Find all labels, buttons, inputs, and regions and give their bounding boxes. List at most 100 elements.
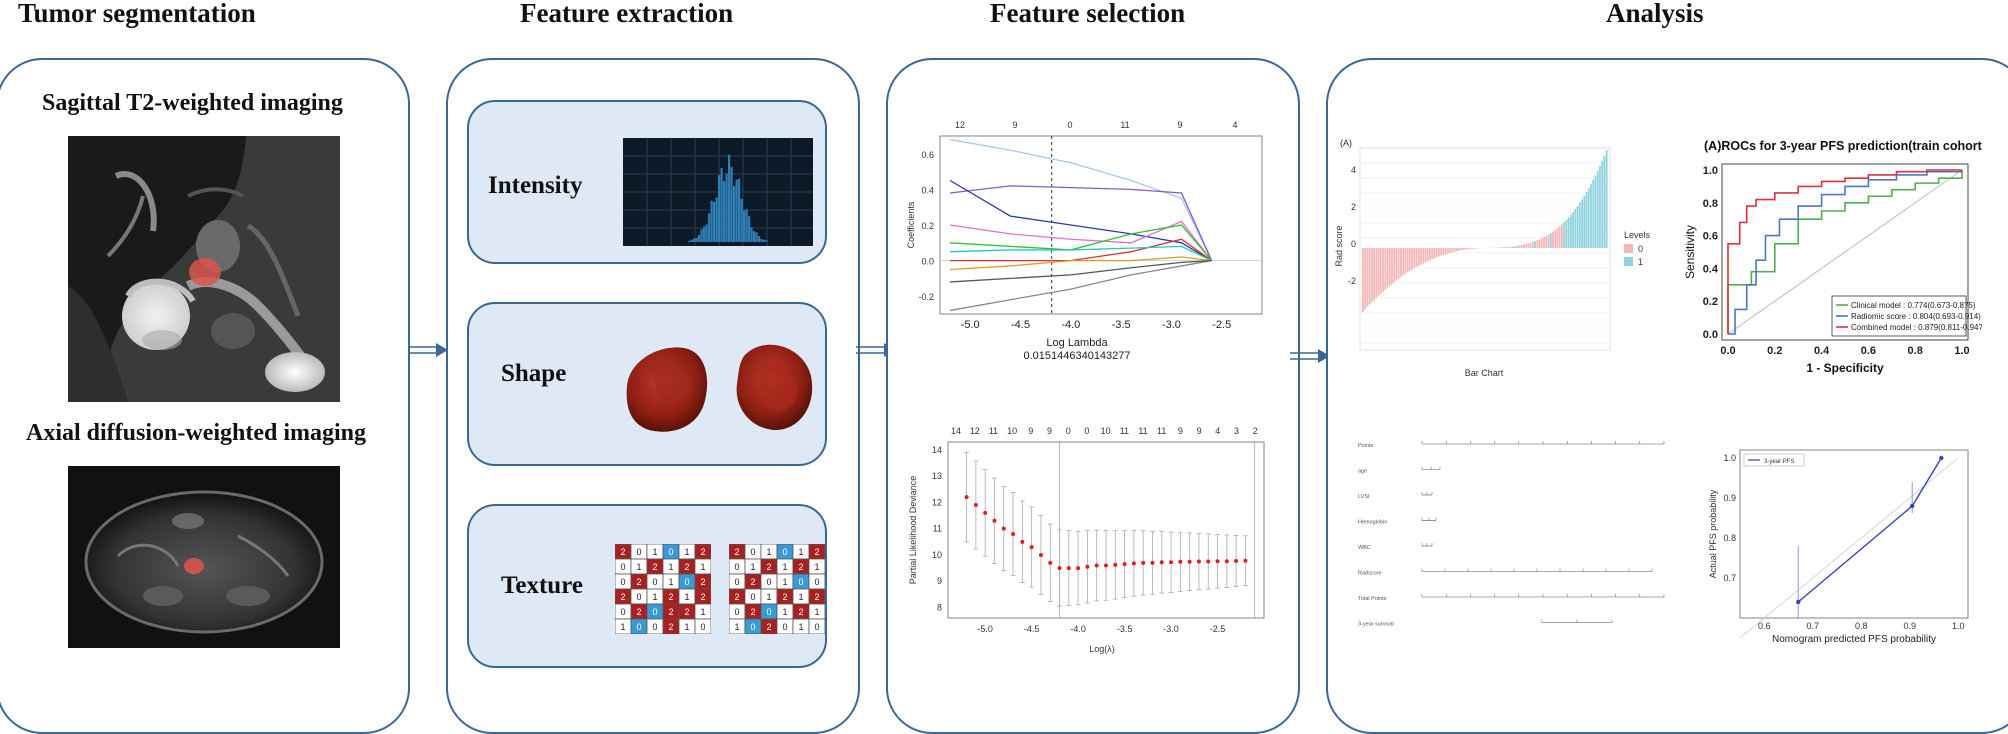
texture-cell-value: 0 [782, 547, 787, 557]
nomogram-row-label: Radscore [1358, 571, 1382, 577]
cv-top-tick: 10 [1007, 426, 1017, 436]
cv-top-tick: 4 [1215, 426, 1220, 436]
rad-bar [1521, 245, 1523, 248]
histogram-bar [746, 209, 748, 242]
cv-point [992, 519, 996, 523]
histogram-bar [738, 179, 740, 242]
axial-tumor-mask [184, 558, 204, 574]
histogram-bar [761, 239, 763, 242]
rad-bar [1420, 248, 1422, 265]
cal-point [1910, 504, 1914, 508]
rad-y-tick: 4 [1351, 165, 1356, 175]
roc-curve-plot: (A)ROCs for 3-year PFS prediction(train … [1682, 134, 1982, 384]
cv-x-label: Log(λ) [1089, 644, 1115, 654]
rad-bar [1530, 243, 1532, 248]
texture-cell-value: 1 [668, 577, 673, 587]
cv-point [1011, 532, 1015, 536]
rad-bar [1384, 248, 1386, 290]
cv-top-tick: 11 [1157, 426, 1166, 436]
rad-bar [1541, 238, 1543, 248]
histogram-bar [743, 210, 745, 242]
rad-bar [1604, 156, 1606, 248]
cv-top-tick: 14 [951, 426, 961, 436]
roc-y-tick: 0.4 [1703, 263, 1719, 275]
lasso-coefficient-path [950, 140, 1212, 261]
rad-bar [1516, 246, 1518, 248]
rad-bar [1449, 248, 1451, 253]
roc-y-tick: 0.2 [1703, 296, 1718, 308]
cv-point [1188, 560, 1192, 564]
cv-point [1058, 566, 1062, 570]
rad-bar [1543, 237, 1545, 248]
texture-cell-value: 1 [798, 592, 803, 602]
cv-point [1030, 545, 1034, 549]
rad-bar [1366, 248, 1368, 307]
rad-bar [1561, 224, 1563, 248]
lasso-coefficient-path [950, 261, 1212, 311]
cal-y-tick: 0.9 [1723, 493, 1736, 503]
cv-x-tick: -4.0 [1070, 624, 1086, 634]
nomogram-row-label: WBC [1358, 545, 1371, 551]
histogram-bar [721, 168, 723, 242]
rad-bar [1460, 248, 1462, 250]
roc-x-tick: 0.0 [1720, 345, 1735, 357]
cv-top-tick: 9 [1047, 426, 1052, 436]
roc-y-tick: 0.0 [1703, 329, 1718, 341]
rad-bar [1548, 234, 1550, 248]
texture-cell-value: 1 [798, 622, 803, 632]
rad-bar [1523, 245, 1525, 248]
histogram-bar [733, 186, 735, 242]
cv-top-tick: 0 [1066, 426, 1071, 436]
lasso-coefficient-path [950, 261, 1212, 282]
lasso-lambda-value: 0.0151446340143277 [1023, 350, 1130, 362]
rad-bar [1402, 248, 1404, 276]
rad-bar [1440, 248, 1442, 256]
cv-top-tick: 10 [1101, 426, 1111, 436]
histogram-bar [691, 240, 693, 242]
cv-point [1216, 559, 1220, 563]
nomogram-row-label: LVSI [1358, 494, 1370, 500]
roc-legend-item: Combined model : 0.879(0.811-0.947) [1851, 323, 1982, 332]
rad-bar [1545, 236, 1547, 248]
rad-bar [1393, 248, 1395, 282]
texture-cell-value: 1 [652, 592, 657, 602]
histogram-bar [751, 227, 753, 242]
texture-cell-value: 1 [814, 607, 819, 617]
roc-x-tick: 0.8 [1908, 345, 1923, 357]
cv-y-tick: 9 [937, 576, 942, 586]
texture-cell-value: 2 [814, 592, 819, 602]
texture-cell-value: 2 [750, 607, 755, 617]
rad-bar [1451, 248, 1453, 252]
texture-cell-value: 2 [734, 592, 739, 602]
intensity-label: Intensity [488, 172, 582, 200]
cv-top-tick: 0 [1084, 426, 1089, 436]
texture-cell-value: 1 [750, 562, 755, 572]
arrow-segmentation-to-extraction [408, 340, 448, 360]
cal-x-tick: 1.0 [1952, 621, 1965, 631]
histogram-bar [716, 198, 718, 242]
texture-cell-value: 2 [734, 547, 739, 557]
cv-y-tick: 8 [937, 602, 942, 612]
rad-bar [1514, 246, 1516, 248]
cal-frame [1740, 450, 1968, 618]
nomogram-row-label: age [1358, 469, 1367, 475]
cal-y-tick: 0.8 [1723, 533, 1736, 543]
cv-point [1085, 565, 1089, 569]
rad-bar [1425, 248, 1427, 262]
histogram-bar [728, 155, 730, 242]
cv-y-tick: 13 [932, 471, 942, 481]
cv-point [1243, 559, 1247, 563]
rad-bar [1467, 248, 1469, 249]
texture-cell-value: 2 [668, 592, 673, 602]
rad-bar [1557, 228, 1559, 248]
rad-bar [1597, 171, 1599, 248]
roc-x-label: 1 - Specificity [1806, 361, 1884, 375]
texture-cell-value: 0 [636, 622, 641, 632]
rad-bar [1552, 231, 1554, 248]
texture-cell-value: 0 [652, 622, 657, 632]
cal-point [1939, 456, 1943, 460]
rad-bar [1586, 192, 1588, 248]
rad-y-label: Rad score [1334, 225, 1344, 266]
rad-bar [1429, 248, 1431, 260]
